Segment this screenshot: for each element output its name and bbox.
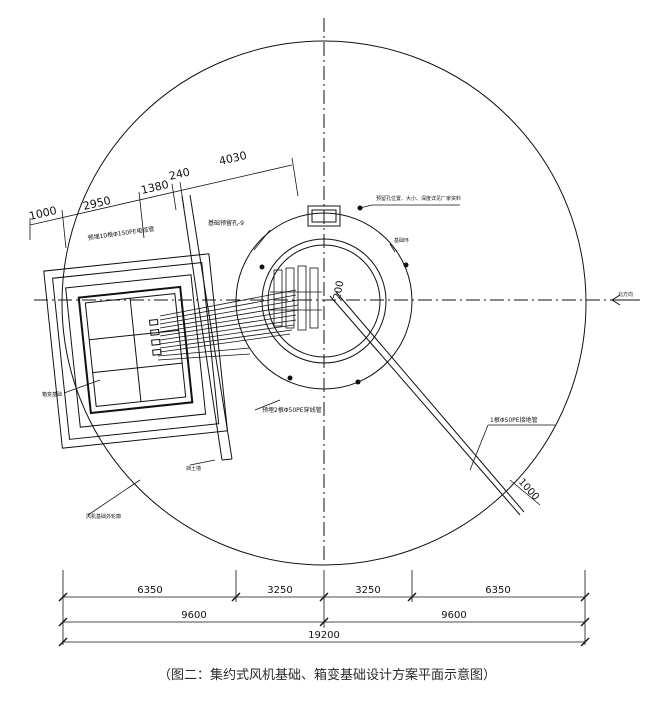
retaining-wall [181,194,233,461]
dim-3250-left: 3250 [267,585,292,596]
box-transformer-foundation [43,253,229,449]
north-arrow-icon [611,294,640,306]
dim-2950: 2950 [82,194,112,213]
label-box-foundation: 箱变基础 [42,391,62,398]
figure-caption: （图二：集约式风机基础、箱变基础设计方案平面示意图） [157,668,496,683]
label-fan-base: 风机基础外轮廓 [86,513,121,520]
dim-3250-right: 3250 [355,585,380,596]
dim-1000-radial: 1000 [516,477,541,503]
top-dimension-chain [29,157,299,249]
label-retaining-wall: 挡土墙 [186,465,201,472]
label-cable-pipe: 预埋2根Φ50PE穿线管 [262,406,322,414]
label-grounding: 1根Φ50PE接地管 [490,416,538,424]
dim-1380: 1380 [140,178,170,197]
label-pipe-group: 预埋10根Φ150PE电缆管 [87,225,155,242]
dim-9600-left: 9600 [181,610,206,621]
label-base-ring: 基础环 [394,237,409,244]
dim-19200: 19200 [308,630,340,641]
bolt-dots [259,205,409,385]
dim-200: 200 [332,280,346,301]
dim-6350-right: 6350 [485,585,510,596]
bottom-dimensions [58,570,590,647]
label-note: 预留孔位置、大小、深度详见厂家资料 [376,195,461,202]
radial-dimension-1000 [509,479,541,506]
dim-240: 240 [168,166,191,183]
label-north: 北方向 [618,291,633,298]
grounding-pipe [329,291,525,516]
dim-1000-top: 1000 [28,204,58,223]
dim-4030: 4030 [218,149,248,168]
leader-lines [63,204,555,516]
foundation-plan-drawing: 1000 2950 1380 240 4030 200 1000 箱变基础 预埋… [28,18,640,647]
label-anchor: 基础预留孔-9 [208,219,244,227]
dim-6350-left: 6350 [137,585,162,596]
fan-foundation-outline [61,40,587,566]
anchor-box [307,205,341,227]
dim-9600-right: 9600 [441,610,466,621]
cable-pipe-bundle [157,289,299,361]
conduit-stubs [270,265,322,331]
